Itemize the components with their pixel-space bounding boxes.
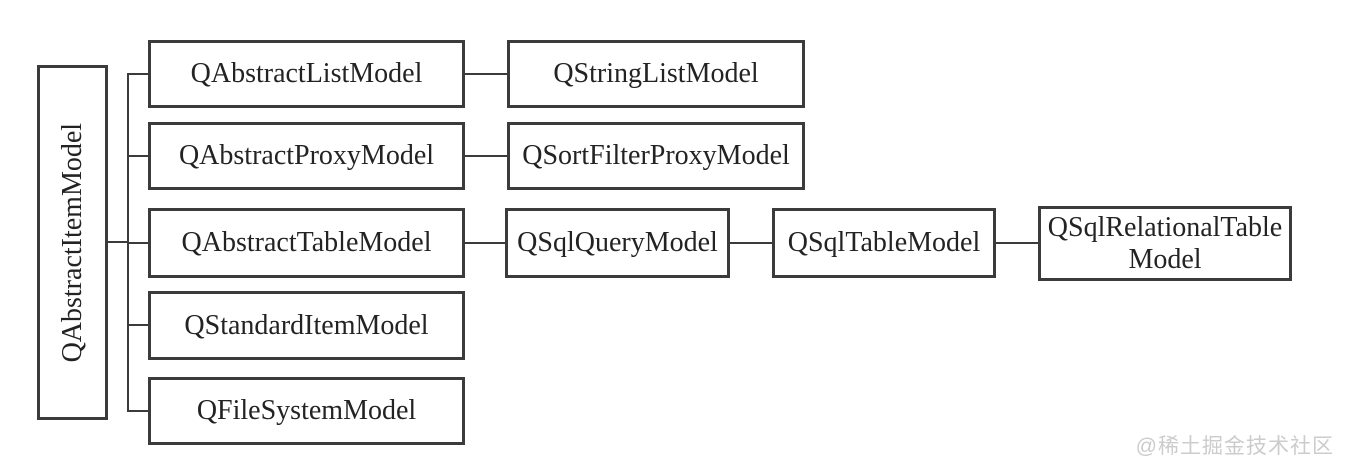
connector-abstractlist-stringlist	[465, 73, 507, 75]
node-qstringlistmodel: QStringListModel	[507, 40, 805, 108]
node-qsqlquerymodel: QSqlQueryModel	[505, 208, 730, 278]
node-qabstractlistmodel-label: QAbstractListModel	[190, 58, 423, 90]
node-qsqltablemodel: QSqlTableModel	[772, 208, 996, 278]
node-qsqlrelationaltablemodel: QSqlRelationalTable Model	[1038, 206, 1292, 281]
connector-sqltable-sqlrelational	[996, 242, 1038, 244]
connector-trunk-to-standarditem	[128, 324, 148, 326]
node-qsqlrelationaltablemodel-label: QSqlRelationalTable Model	[1048, 212, 1282, 275]
connector-root-to-trunk	[108, 241, 128, 243]
connector-sqlquery-sqltable	[730, 242, 772, 244]
node-qsqltablemodel-label: QSqlTableModel	[787, 227, 981, 259]
node-qabstractproxymodel-label: QAbstractProxyModel	[178, 140, 435, 172]
node-qsqlrelationaltablemodel-line2: Model	[1128, 243, 1202, 275]
node-qstandarditemmodel: QStandardItemModel	[148, 291, 465, 360]
connector-abstracttable-sqlquery	[465, 242, 505, 244]
node-qabstractitemmodel-label: QAbstractItemModel	[56, 122, 88, 363]
node-qsortfilterproxymodel-label: QSortFilterProxyModel	[522, 140, 790, 172]
node-qabstracttablemodel: QAbstractTableModel	[148, 208, 465, 278]
node-qfilesystemmodel: QFileSystemModel	[148, 377, 465, 445]
node-qabstractitemmodel: QAbstractItemModel	[37, 65, 108, 420]
connector-abstractproxy-sortfilter	[465, 155, 507, 157]
connector-trunk-to-filesystem	[128, 410, 148, 412]
node-qabstractlistmodel: QAbstractListModel	[148, 40, 465, 108]
watermark-text: @稀土掘金技术社区	[1135, 435, 1334, 458]
node-qstandarditemmodel-label: QStandardItemModel	[184, 309, 429, 341]
node-qabstractproxymodel: QAbstractProxyModel	[148, 122, 465, 190]
connector-trunk-to-abstractproxy	[128, 155, 148, 157]
connector-trunk-to-abstractlist	[128, 73, 148, 75]
node-qsqlquerymodel-label: QSqlQueryModel	[517, 227, 718, 259]
node-qsqlrelationaltablemodel-line1: QSqlRelationalTable	[1047, 212, 1283, 244]
node-qstringlistmodel-label: QStringListModel	[553, 58, 759, 90]
node-qfilesystemmodel-label: QFileSystemModel	[196, 395, 417, 427]
node-qsortfilterproxymodel: QSortFilterProxyModel	[507, 122, 805, 190]
node-qabstracttablemodel-label: QAbstractTableModel	[181, 227, 432, 259]
connector-trunk-to-abstracttable	[128, 242, 148, 244]
